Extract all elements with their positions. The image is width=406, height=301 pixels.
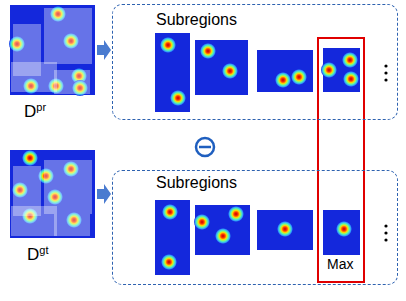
max-label: Max	[327, 256, 353, 272]
group-heading: Subregions	[156, 174, 237, 191]
block-arrow	[97, 184, 111, 204]
map-symbol: D	[27, 245, 39, 264]
group-heading: Subregions	[156, 11, 237, 28]
map-superscript: gt	[39, 244, 48, 256]
density-map: Dgt	[10, 150, 95, 238]
subregion-group: Subregions	[112, 4, 398, 120]
block-arrow	[97, 40, 111, 60]
map-symbol: D	[24, 102, 36, 121]
map-superscript: pr	[36, 101, 46, 113]
density-map: Dpr	[10, 5, 95, 95]
subregion-group: Subregions	[112, 170, 398, 285]
